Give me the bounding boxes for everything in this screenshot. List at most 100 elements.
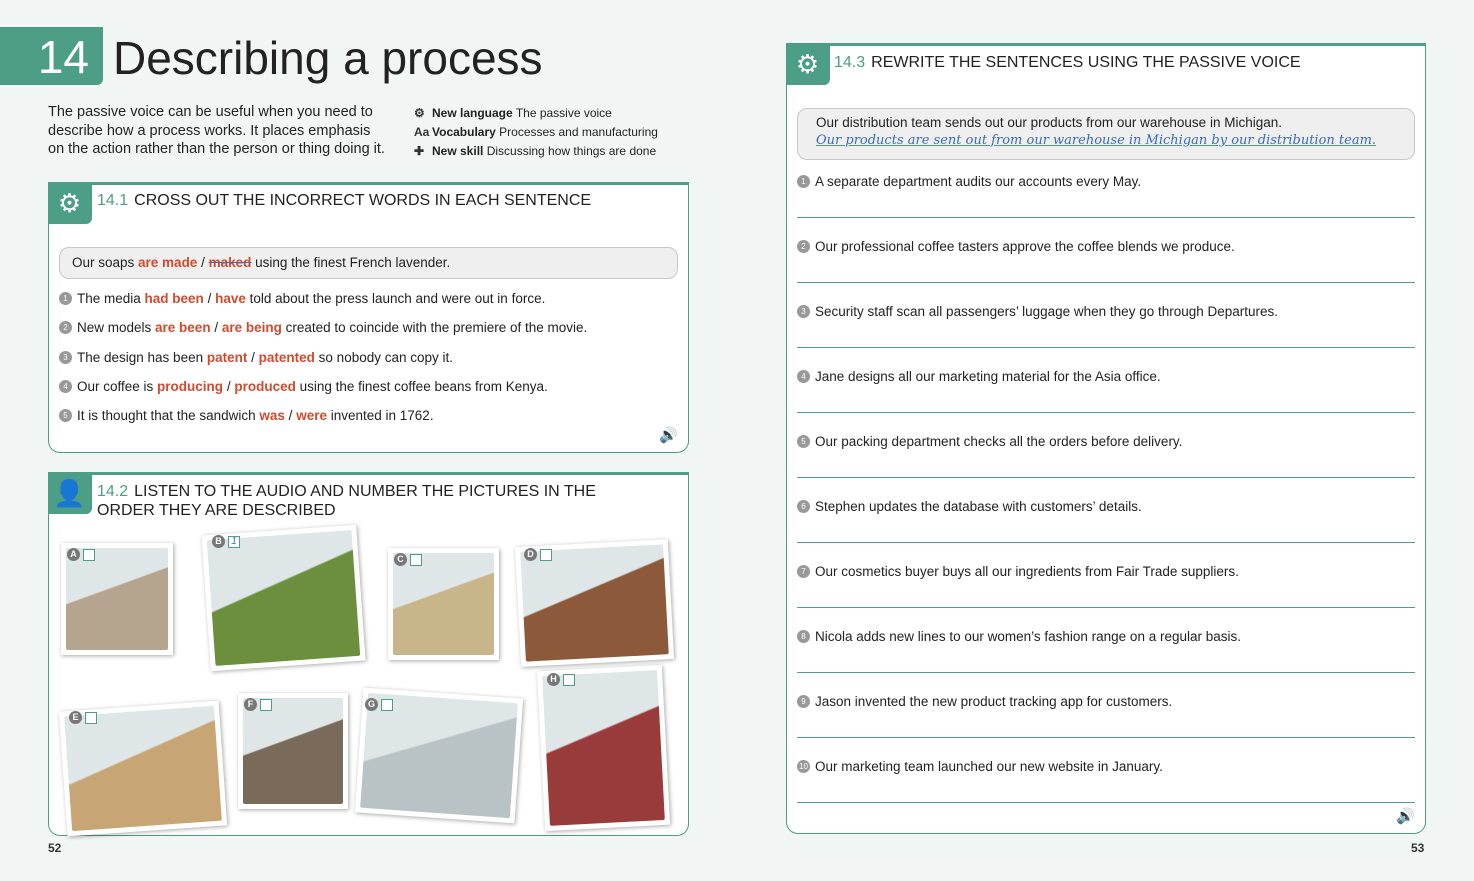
answer-checkbox[interactable] (85, 711, 97, 724)
picture-letter: D (524, 548, 537, 561)
item-text: Our cosmetics buyer buys all our ingredi… (815, 564, 1239, 579)
intro-text: The passive voice can be useful when you… (48, 104, 385, 157)
picture-image (64, 705, 222, 832)
audio-icon[interactable]: 🔊 (659, 427, 678, 444)
picture-label: F (244, 698, 272, 711)
headphones-listener-icon: 👤 (47, 472, 92, 514)
answer-line[interactable] (797, 672, 1415, 673)
chapter-title: Describing a process (113, 32, 543, 84)
page-number-right: 53 (1411, 841, 1425, 855)
answer-checkbox[interactable] (540, 548, 552, 561)
item-number-badge: 3 (59, 350, 72, 364)
option-a[interactable]: patent (206, 349, 248, 365)
picture-image (206, 530, 361, 666)
picture-letter: C (394, 553, 407, 566)
process-picture-c (388, 548, 499, 660)
answer-line[interactable] (797, 282, 1415, 283)
exercise-item: 7 Our cosmetics buyer buys all our ingred… (797, 564, 1239, 579)
item-number-badge: 5 (59, 409, 72, 423)
picture-image (542, 670, 665, 826)
picture-label: C (394, 553, 422, 566)
picture-label: H (547, 673, 575, 686)
item-text: A separate department audits our account… (815, 174, 1142, 189)
exercise-item: 1 A separate department audits our accoun… (797, 174, 1141, 189)
answer-line[interactable] (797, 347, 1415, 348)
item-number-badge: 7 (797, 565, 810, 578)
gears-icon: ⚙ (414, 106, 425, 120)
option-a[interactable]: are been (155, 320, 211, 336)
process-picture-a (61, 543, 173, 655)
answer-checkbox[interactable] (563, 673, 575, 686)
option-a[interactable]: was (259, 408, 285, 424)
meta-label: New skill (432, 144, 484, 158)
picture-letter: G (365, 698, 378, 711)
option-b[interactable]: patented (258, 349, 315, 365)
option-b[interactable]: were (296, 408, 327, 424)
item-number-badge: 9 (797, 695, 810, 708)
answer-line[interactable] (797, 607, 1415, 608)
picture-letter: E (69, 711, 82, 724)
answer-checkbox[interactable] (83, 548, 95, 561)
picture-letter: A (67, 548, 80, 561)
option-a[interactable]: producing (157, 378, 224, 394)
puzzle-icon: ✚ (414, 144, 425, 158)
picture-image (520, 544, 669, 662)
item-number-badge: 5 (797, 435, 810, 448)
answer-line[interactable] (797, 802, 1415, 803)
example-answer: Our products are sent out from our wareh… (816, 133, 1377, 148)
answer-checkbox[interactable]: 1 (228, 535, 240, 548)
item-number-badge: 1 (797, 175, 810, 188)
item-number-badge: 2 (797, 240, 810, 253)
item-text: Our marketing team launched our new webs… (815, 759, 1163, 774)
item-number-badge: 4 (797, 370, 810, 383)
answer-checkbox[interactable] (410, 553, 422, 566)
answer-line[interactable] (797, 412, 1415, 413)
answer-checkbox[interactable] (260, 698, 272, 711)
audio-icon[interactable]: 🔊 (1396, 808, 1415, 825)
process-picture-h (536, 664, 671, 832)
picture-label: E (69, 711, 97, 724)
item-number-badge: 1 (59, 292, 72, 305)
option-b[interactable]: are being (221, 320, 282, 336)
option-a[interactable]: had been (144, 291, 204, 306)
example-sentence: Our soaps are made / maked using the fin… (59, 247, 678, 279)
answer-line[interactable] (797, 477, 1415, 478)
answer-checkbox[interactable] (381, 698, 393, 711)
option-b[interactable]: have (215, 291, 246, 306)
picture-letter: F (244, 698, 257, 711)
answer-line[interactable] (797, 542, 1415, 543)
answer-line[interactable] (797, 217, 1415, 218)
picture-image (66, 548, 168, 650)
item-text: Nicola adds new lines to our women’s fas… (815, 629, 1241, 644)
item-text: Stephen updates the database with custom… (815, 499, 1142, 514)
item-number-badge: 6 (797, 500, 810, 513)
exercise-item: 9 Jason invented the new product tracking… (797, 694, 1172, 709)
item-text: Jason invented the new product tracking … (815, 694, 1173, 709)
exercise-item: 8 Nicola adds new lines to our women’s fa… (797, 629, 1241, 644)
picture-label: D (524, 548, 552, 561)
item-number-badge: 3 (797, 305, 810, 318)
gears-icon: ⚙ (47, 182, 92, 224)
item-number-badge: 8 (797, 630, 810, 643)
example-prompt: Our distribution team sends out our prod… (816, 115, 1282, 130)
answer-line[interactable] (797, 737, 1415, 738)
item-number-badge: 4 (59, 379, 72, 393)
process-picture-f (238, 693, 348, 809)
meta-value: The passive voice (515, 106, 612, 120)
item-text: Our professional coffee tasters approve … (815, 239, 1235, 254)
chapter-number: 14 (0, 27, 103, 85)
item-number-badge: 2 (59, 321, 72, 335)
option-b[interactable]: produced (234, 378, 296, 394)
meta-label: New language (432, 106, 513, 120)
